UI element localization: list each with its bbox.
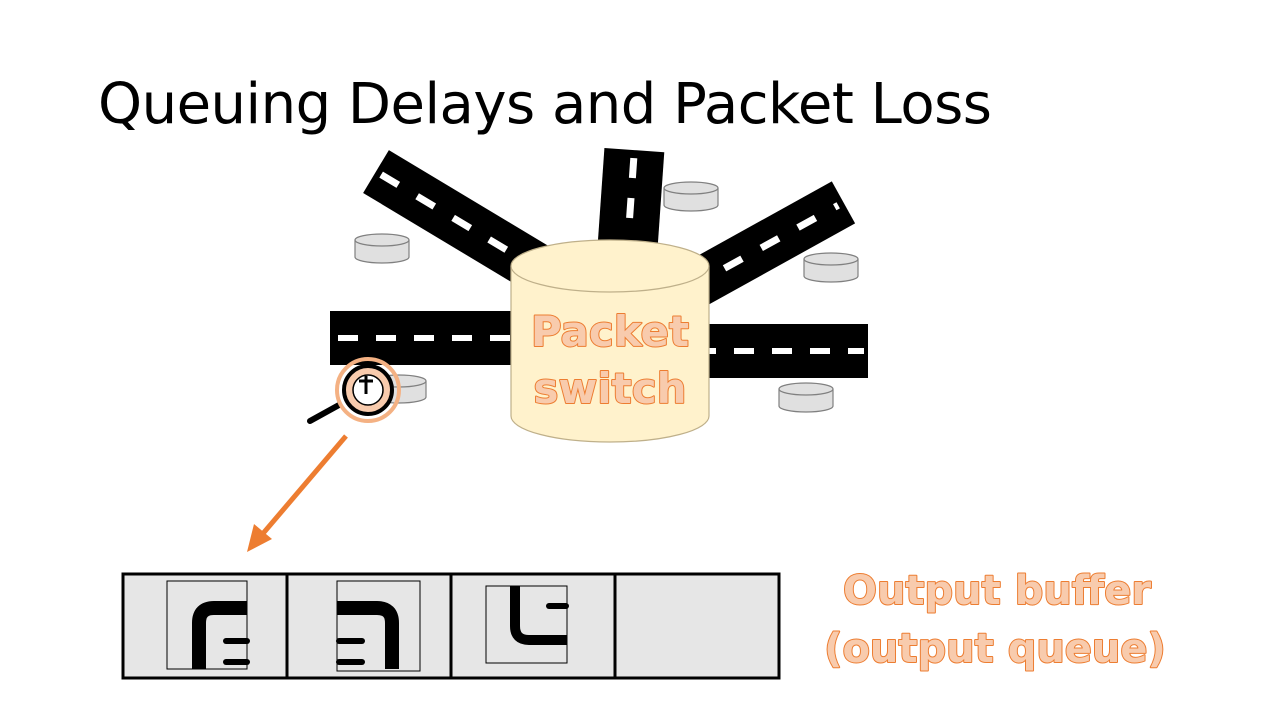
packet-icon (485, 585, 569, 664)
links (330, 148, 868, 378)
link-top (597, 148, 665, 248)
output-buffer (121, 572, 781, 680)
packet-icon (336, 580, 421, 672)
link-right (690, 324, 868, 378)
buffer-label-line2: (output queue) (824, 626, 1166, 672)
switch-label-line1: Packet (531, 307, 689, 356)
router-icon (354, 233, 410, 264)
link-upper-right (670, 181, 856, 313)
arrow-icon (247, 434, 348, 552)
slide-title: Queuing Delays and Packet Loss (98, 72, 992, 137)
link-left (330, 311, 530, 365)
router-icon (803, 252, 859, 283)
packet-icon (166, 580, 250, 670)
router-icon (663, 181, 719, 212)
packet-switch: Packet switch (510, 239, 710, 443)
magnifier-icon (307, 357, 401, 424)
buffer-label-line1: Output buffer (843, 568, 1151, 614)
link-upper-left (363, 150, 557, 294)
router-icon (778, 382, 834, 413)
switch-label-line2: switch (533, 364, 686, 413)
